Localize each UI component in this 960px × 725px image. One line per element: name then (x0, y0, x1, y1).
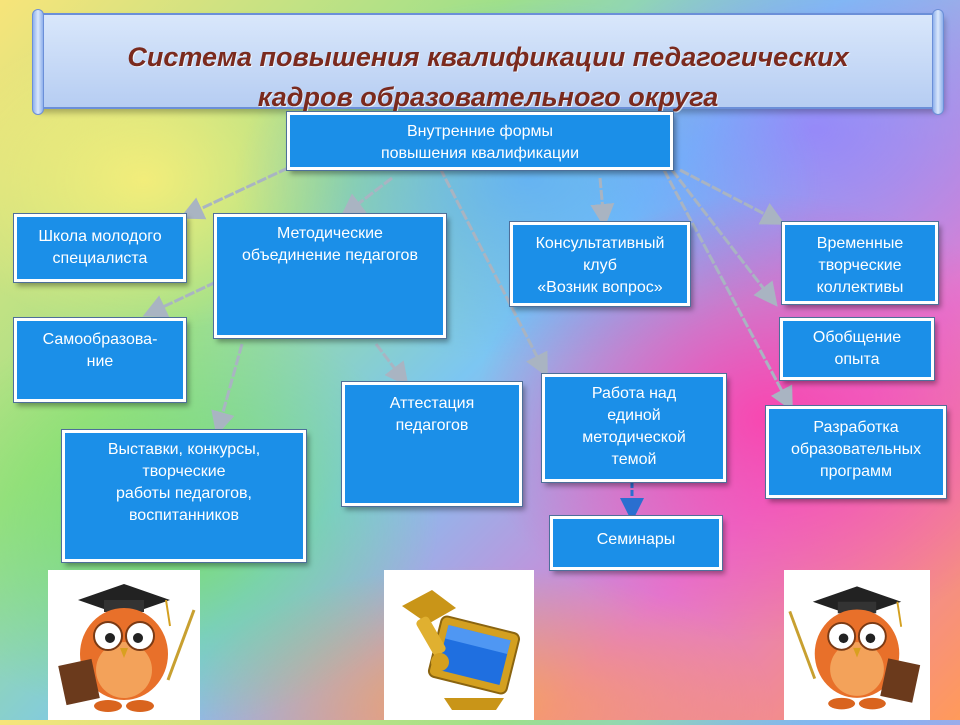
node-attest-label: Аттестация педагогов (389, 395, 475, 434)
title-line-1: Система повышения квалификации педагогич… (127, 42, 849, 72)
arrow-root-generalize (670, 169, 778, 307)
node-temp: Временные творческие коллективы (781, 221, 939, 305)
computer-graduation-icon (402, 590, 521, 710)
node-temp-label: Временные творческие коллективы (816, 235, 904, 296)
arrow-root-unified (438, 167, 548, 378)
node-programs-label: Разработка образовательных программ (790, 419, 922, 480)
arrow-method-self (142, 280, 217, 318)
scroll-curl-right (932, 9, 944, 115)
arrow-root-school (179, 166, 289, 220)
computer-picture-center (384, 570, 534, 720)
node-exhibits: Выставки, конкурсы, творческие работы пе… (61, 429, 307, 563)
title-banner: Система повышения квалификации педагогич… (32, 9, 944, 115)
owl-graduate-icon (788, 586, 921, 710)
node-root-label: Внутренние формы повышения квалификации (380, 123, 580, 162)
node-generalize-label: Обобщение опыта (812, 329, 902, 368)
arrow-root-programs (662, 169, 793, 412)
node-method-label: Методические объединение педагогов (242, 225, 418, 264)
scroll-curl-left (32, 9, 44, 115)
node-generalize: Обобщение опыта (779, 317, 935, 381)
node-consult: Консультативный клуб «Возник вопрос» (509, 221, 691, 307)
arrow-method-attest (374, 343, 409, 387)
node-self-label: Самообразова- ние (42, 331, 158, 370)
arrow-method-exhibits (211, 343, 244, 436)
node-exhibits-label: Выставки, конкурсы, творческие работы пе… (107, 441, 261, 524)
node-programs: Разработка образовательных программ (765, 405, 947, 499)
page-title: Система повышения квалификации педагогич… (56, 37, 920, 117)
arrow-root-consult (590, 177, 615, 228)
node-attest: Аттестация педагогов (341, 381, 523, 507)
arrow-root-method (340, 176, 393, 218)
node-school: Школа молодого специалиста (13, 213, 187, 283)
owl-picture-right (784, 570, 930, 720)
node-self-education: Самообразова- ние (13, 317, 187, 403)
owl-picture-left (48, 570, 200, 720)
node-consult-label: Консультативный клуб «Возник вопрос» (535, 235, 665, 296)
node-seminars: Семинары (549, 515, 723, 571)
node-unified-label: Работа над единой методической темой (582, 385, 686, 468)
arrow-root-temp (679, 168, 786, 225)
node-seminars-label: Семинары (596, 531, 676, 548)
node-root: Внутренние формы повышения квалификации (286, 111, 674, 171)
title-line-2: кадров образовательного округа (257, 82, 719, 112)
node-school-label: Школа молодого специалиста (38, 228, 162, 267)
node-method: Методические объединение педагогов (213, 213, 447, 339)
node-unified-theme: Работа над единой методической темой (541, 373, 727, 483)
owl-graduate-icon (58, 584, 196, 712)
